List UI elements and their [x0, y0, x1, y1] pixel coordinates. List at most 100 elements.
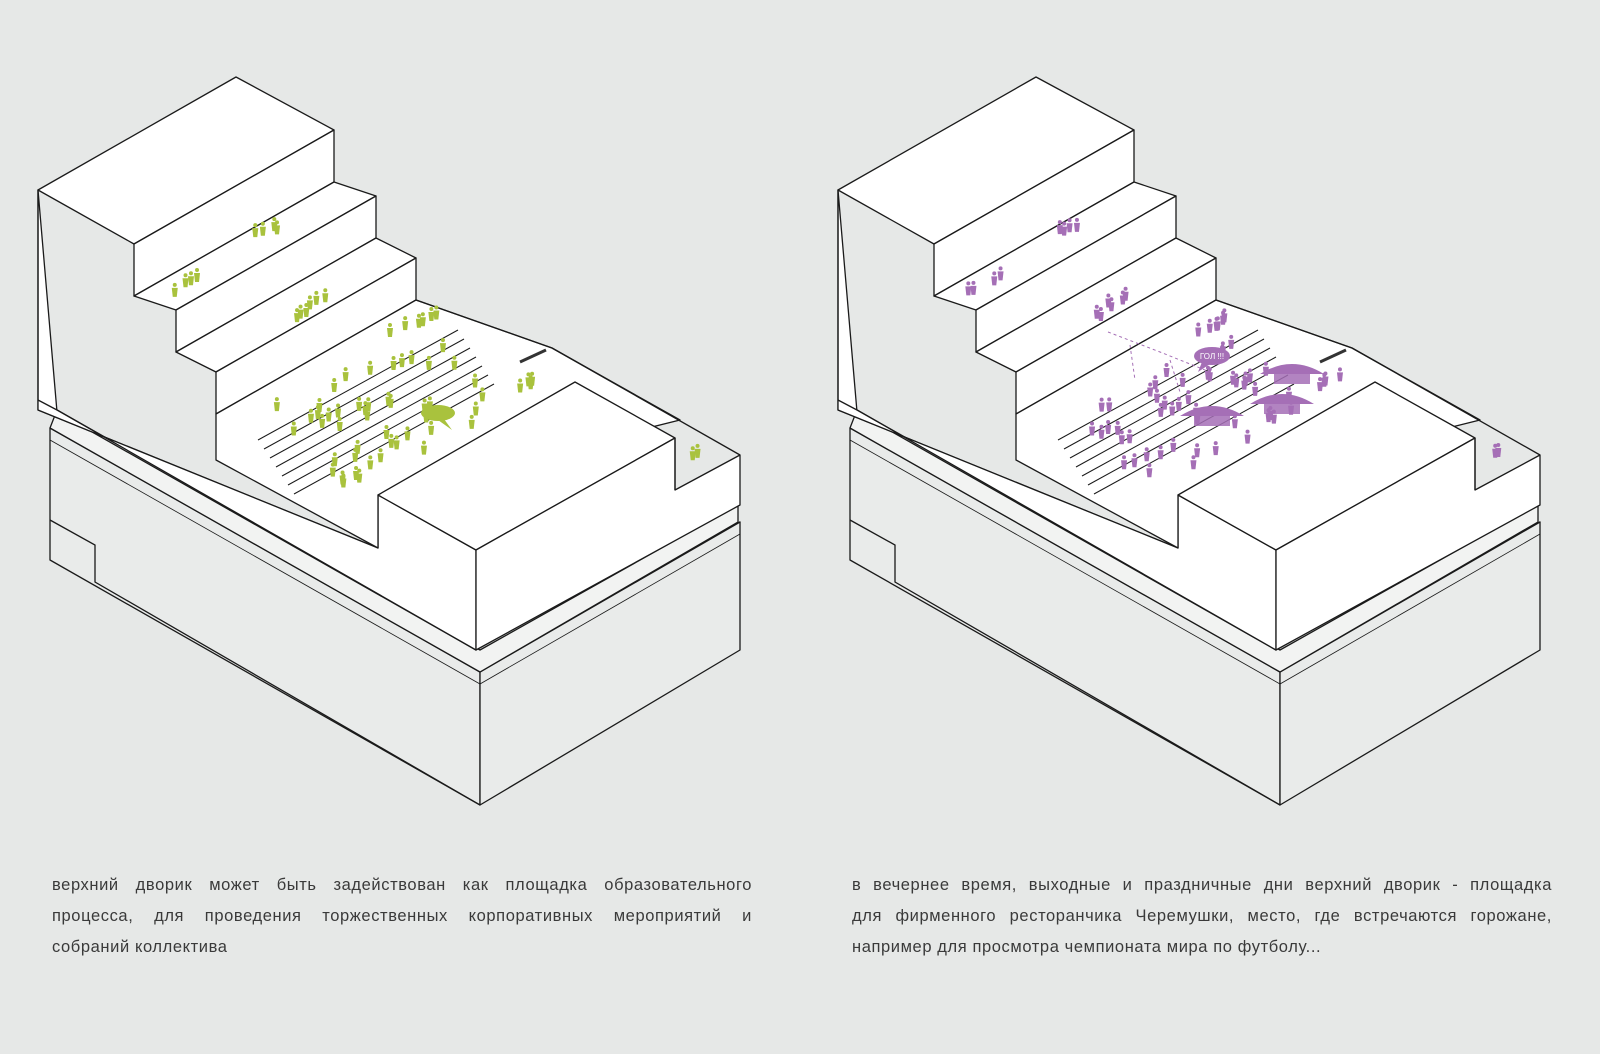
person-body — [1163, 367, 1170, 377]
person-head — [440, 338, 445, 343]
person-body — [1265, 413, 1272, 423]
person-body — [319, 418, 326, 428]
person-body — [439, 343, 446, 353]
person-head — [422, 398, 427, 403]
person-body — [1073, 222, 1080, 232]
person-head — [391, 356, 396, 361]
person-body — [451, 360, 458, 370]
person-body — [182, 278, 189, 288]
person-body — [398, 358, 405, 368]
person-head — [409, 350, 414, 355]
tent-canopy — [1180, 406, 1244, 416]
person-head — [1067, 218, 1072, 223]
person-body — [517, 383, 524, 393]
amphitheater-step — [257, 329, 459, 441]
caption-right: в вечернее время, выходные и праздничные… — [852, 870, 1552, 963]
person-head — [1207, 318, 1212, 323]
person-body — [479, 392, 486, 402]
people-figures-evening — [965, 217, 1502, 478]
person-body — [390, 361, 397, 371]
amphitheater-step — [1075, 356, 1277, 468]
person-head — [260, 221, 265, 226]
person-head — [1127, 429, 1132, 434]
podium-step-line — [49, 519, 481, 806]
speech-bubble-tail — [438, 419, 452, 430]
roof-edge — [1351, 347, 1541, 456]
person-body — [1214, 321, 1221, 331]
person-body — [1161, 400, 1168, 410]
person-head — [326, 407, 331, 412]
person-head — [368, 360, 373, 365]
person-head — [384, 425, 389, 430]
person-head — [1180, 372, 1185, 377]
person-head — [1496, 442, 1501, 447]
person-head — [1158, 402, 1163, 407]
person-body — [472, 406, 479, 416]
amphitheater-step — [287, 374, 489, 486]
person-body — [1089, 426, 1096, 436]
caption-left: верхний дворик может быть задействован к… — [52, 870, 752, 963]
person-body — [1153, 393, 1160, 403]
person-head — [473, 401, 478, 406]
person-head — [1148, 382, 1153, 387]
person-head — [1158, 445, 1163, 450]
person-head — [366, 397, 371, 402]
person-head — [429, 306, 434, 311]
person-head — [1247, 368, 1252, 373]
person-body — [1322, 376, 1329, 386]
person-head — [1196, 322, 1201, 327]
person-body — [415, 318, 422, 328]
person-head — [1263, 361, 1268, 366]
person-head — [1074, 217, 1079, 222]
person-head — [1215, 316, 1220, 321]
person-head — [357, 396, 362, 401]
person-body — [970, 285, 977, 295]
person-body — [1185, 395, 1192, 405]
person-head — [307, 295, 312, 300]
person-head — [195, 267, 200, 272]
person-body — [1147, 387, 1154, 397]
person-head — [473, 373, 478, 378]
isometric-building-diagram-left — [37, 76, 741, 806]
person-body — [1336, 372, 1343, 382]
person-head — [1062, 221, 1067, 226]
person-body — [689, 451, 696, 461]
person-head — [354, 466, 359, 471]
person-head — [992, 271, 997, 276]
person-head — [183, 273, 188, 278]
person-body — [433, 310, 440, 320]
person-body — [294, 313, 301, 323]
person-body — [991, 276, 998, 286]
person-head — [253, 223, 258, 228]
person-head — [341, 473, 346, 478]
person-body — [1230, 375, 1237, 385]
person-head — [304, 303, 309, 308]
person-head — [518, 378, 523, 383]
person-head — [526, 372, 531, 377]
person-head — [427, 396, 432, 401]
person-head — [274, 397, 279, 402]
person-head — [388, 393, 393, 398]
person-head — [530, 371, 535, 376]
person-head — [1337, 367, 1342, 372]
person-body — [1212, 446, 1219, 456]
person-head — [480, 387, 485, 392]
courtyard-edge — [1215, 299, 1353, 349]
person-head — [1323, 371, 1328, 376]
person-body — [306, 300, 313, 310]
person-head — [1493, 443, 1498, 448]
person-head — [1195, 443, 1200, 448]
person-head — [1164, 362, 1169, 367]
diagram-panel-left — [0, 0, 800, 860]
person-head — [690, 446, 695, 451]
person-head — [403, 316, 408, 321]
person-head — [317, 397, 322, 402]
caption-line: собраний коллектива — [52, 938, 228, 956]
person-head — [426, 355, 431, 360]
person-head — [998, 266, 1003, 271]
person-head — [1231, 370, 1236, 375]
amphitheater-step — [275, 356, 477, 468]
amphitheater-step — [1069, 347, 1271, 459]
isometric-building-diagram-right: ГОЛ !!! — [837, 76, 1541, 806]
speech-bubble: ГОЛ !!! — [1194, 347, 1230, 372]
